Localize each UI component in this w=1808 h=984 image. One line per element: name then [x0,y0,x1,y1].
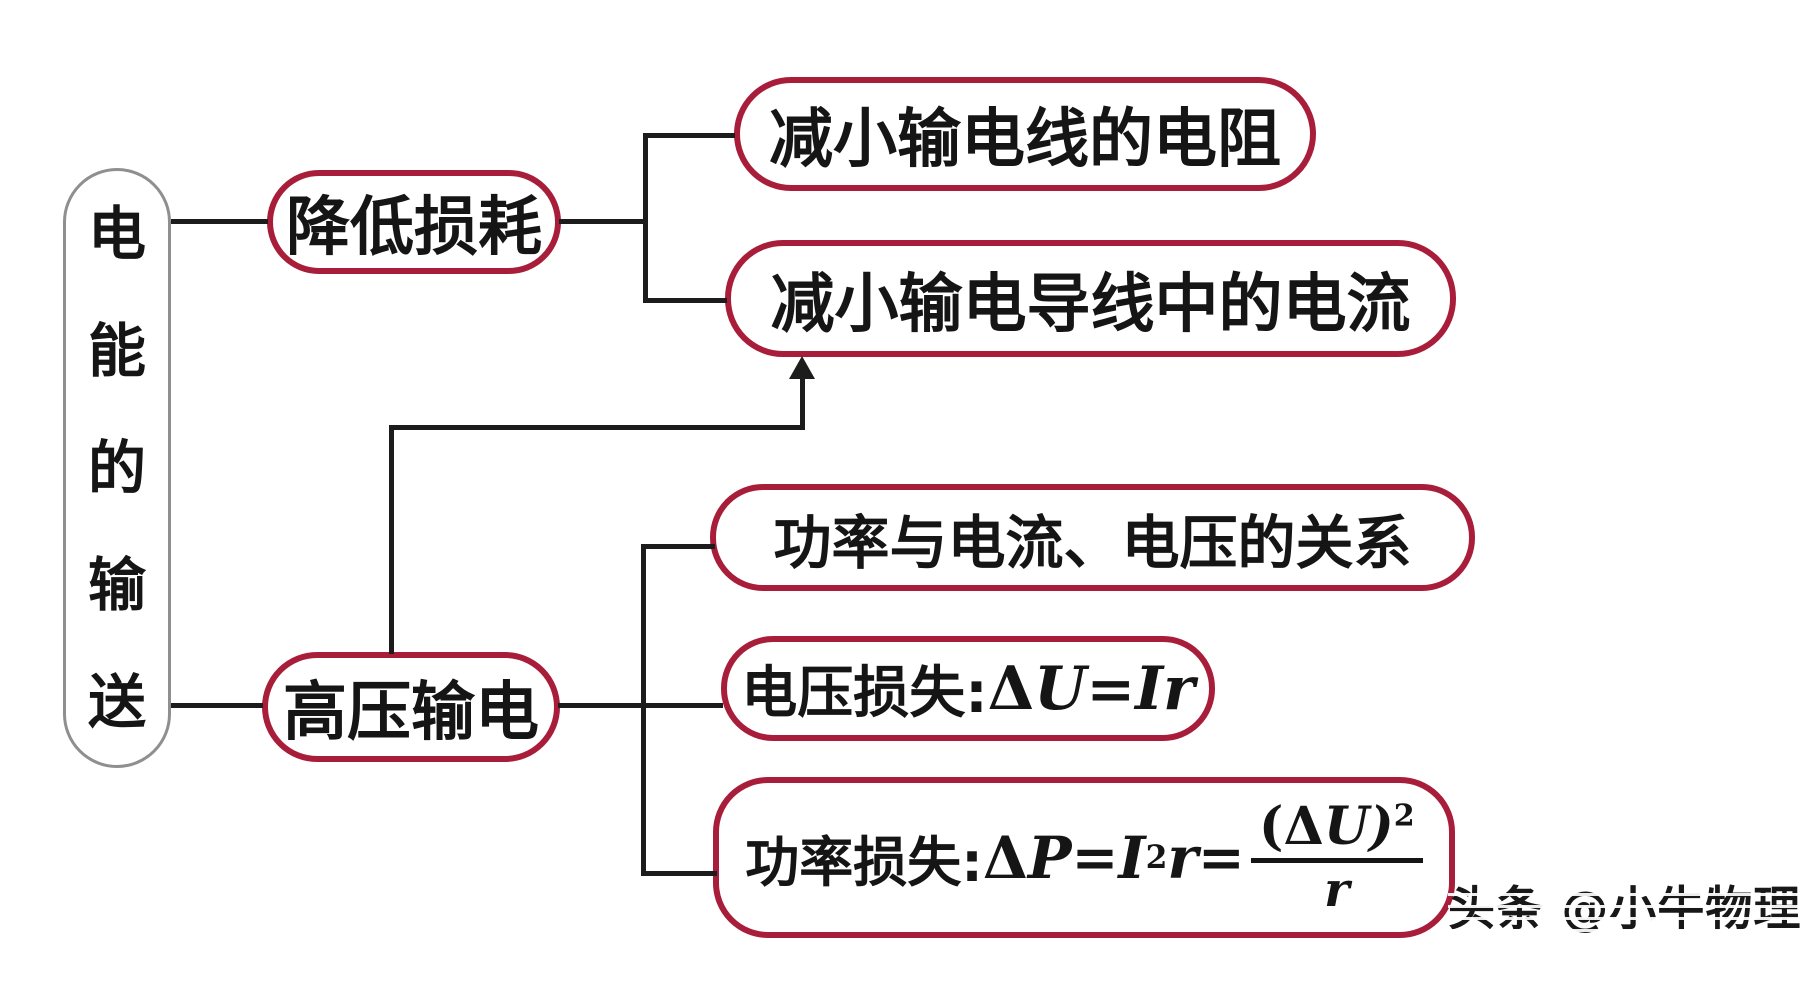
formula-prefix: 电压损失: [741,661,988,726]
node-reduce-loss: 降低损耗 [267,170,561,274]
root-char: 电 [87,200,146,268]
connector-top-fork-vertical [643,133,648,303]
connector-hv-to-voltage-loss [558,703,723,708]
delta-symbol: Δ [1283,795,1324,857]
node-label: 功率与电流、电压的关系 [773,508,1412,577]
node-label: 高压输电 [283,676,539,750]
variable-r: r [1167,823,1198,892]
connector-fork-to-reduce-current [643,298,727,303]
node-label: 降低损耗 [286,191,542,265]
delta-symbol: Δ [987,653,1035,724]
variable-U-close-paren: U) [1323,795,1394,857]
root-char: 的 [87,434,146,502]
watermark-toutiao-xiaoniu-physics: 头条 @小牛物理 [1448,882,1802,937]
connector-fork-to-power-relation [641,544,715,549]
connector-reduce-loss-to-fork [559,219,648,224]
fraction-delta-u-squared-over-r: (ΔU)2 r [1250,798,1423,919]
formula-prefix: 功率损失: [745,831,983,894]
equals-sign: = [1086,654,1136,723]
connector-bottom-fork-vertical [641,544,646,876]
root-char: 送 [87,668,146,736]
variable-U: U [1034,653,1087,724]
arrow-hv-vertical-segment [389,425,394,654]
variable-I: I [1118,823,1146,892]
arrowhead-up-icon [789,356,815,379]
connector-fork-to-power-loss [641,871,717,876]
node-power-current-voltage-relation: 功率与电流、电压的关系 [710,484,1475,591]
equals-sign: = [1071,824,1119,891]
open-paren: ( [1258,795,1284,857]
connector-root-to-hv [171,703,263,708]
arrow-up-segment [800,377,805,430]
node-label: 减小输电导线中的电流 [770,267,1411,342]
delta-symbol: Δ [982,823,1028,892]
node-high-voltage-transmission: 高压输电 [262,652,560,762]
fraction-numerator: (ΔU)2 [1250,798,1423,864]
root-char: 能 [87,317,146,385]
equals-sign: = [1197,824,1245,891]
variable-Ir: Ir [1135,653,1195,724]
superscript-2: 2 [1393,798,1415,834]
variable-P: P [1027,823,1072,892]
arrow-horizontal-segment [389,425,805,430]
connector-root-to-reduce-loss [171,219,268,224]
node-reduce-wire-current: 减小输电导线中的电流 [725,240,1456,357]
node-root-electric-energy-transmission: 电 能 的 输 送 [63,168,171,768]
fraction-denominator-r: r [1324,862,1350,919]
node-label: 减小输电线的电阻 [769,103,1281,177]
node-reduce-wire-resistance: 减小输电线的电阻 [734,77,1316,191]
connector-fork-to-reduce-resistance [643,133,735,138]
root-char: 输 [87,551,146,619]
